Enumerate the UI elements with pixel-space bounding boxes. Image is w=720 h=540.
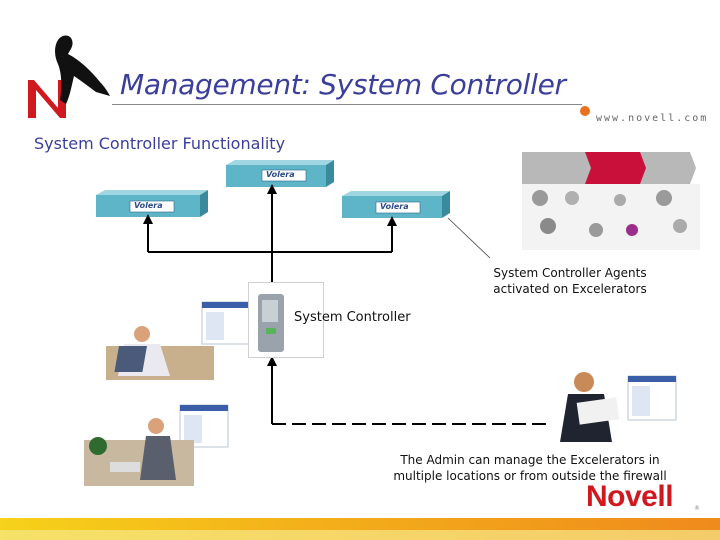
arrow-head: [267, 184, 277, 194]
controller-label: System Controller: [294, 310, 411, 325]
appliance-brand-label: Volera: [134, 201, 163, 210]
screenshot-thumbnail: [179, 404, 229, 448]
admin-caption-line: The Admin can manage the Excelerators in: [400, 453, 660, 467]
screenshot-thumbnail: [201, 301, 251, 345]
novell-n-logo: [28, 35, 110, 118]
screenshot-thumbnail: [627, 375, 677, 421]
agents-caption-line: activated on Excelerators: [493, 282, 647, 296]
connectors: [147, 190, 548, 425]
person-reading: [560, 372, 620, 442]
slide-subtitle: System Controller Functionality: [34, 134, 286, 153]
leader-line: [447, 217, 491, 259]
admin-caption: The Admin can manage the Excelerators in…: [380, 452, 680, 484]
rule-dot: [580, 106, 590, 116]
appliance-brand-label: Volera: [266, 170, 295, 179]
arrow-head: [143, 214, 153, 224]
agents-caption: System Controller Agents activated on Ex…: [480, 265, 660, 297]
arrow-head: [387, 216, 397, 226]
website-url: www.novell.com: [596, 113, 709, 124]
person-at-laptop: [106, 326, 214, 380]
title-rule: [112, 104, 582, 105]
agents-caption-line: System Controller Agents: [493, 266, 647, 280]
server-appliance-center: [226, 160, 334, 187]
process-flow-diagram: [522, 152, 700, 250]
registered-mark: ®: [694, 505, 700, 512]
person-at-desk: [84, 418, 194, 486]
slide-title: Management: System Controller: [120, 68, 566, 101]
admin-caption-line: multiple locations or from outside the f…: [393, 469, 667, 483]
arrow-head: [267, 356, 277, 366]
server-appliance-right: [342, 191, 450, 218]
novell-wordmark: Novell: [586, 480, 674, 513]
server-appliance-left: [96, 190, 208, 217]
appliance-brand-label: Volera: [380, 202, 409, 211]
footer-bar-highlight: [0, 530, 720, 540]
